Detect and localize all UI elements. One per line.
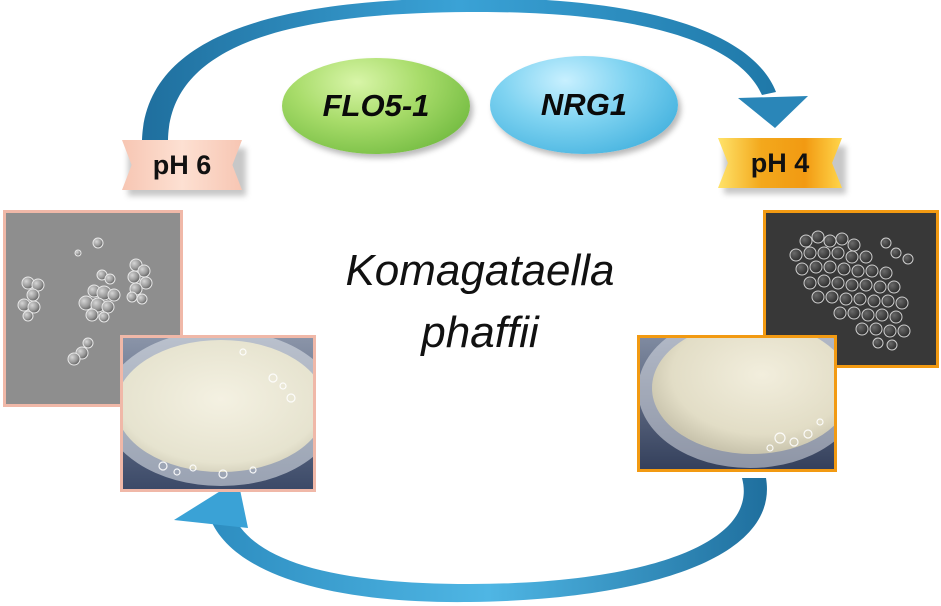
gene-nrg1: NRG1 bbox=[490, 56, 678, 154]
culture-plate-ph4 bbox=[637, 335, 837, 472]
ph6-tag: pH 6 bbox=[122, 140, 242, 190]
bottom-arrow-head bbox=[174, 480, 248, 528]
organism-name-line2: phaffii bbox=[421, 308, 539, 357]
bottom-arrow bbox=[174, 478, 767, 603]
gene-flo5-1: FLO5-1 bbox=[282, 58, 470, 154]
micrograph-ph6 bbox=[3, 210, 183, 407]
culture-plate-ph6 bbox=[120, 335, 316, 492]
top-arrow bbox=[142, 0, 808, 140]
micrograph-ph4 bbox=[763, 210, 939, 368]
organism-name-line1: Komagataella bbox=[345, 246, 615, 295]
ph4-tag: pH 4 bbox=[718, 138, 842, 188]
top-arrow-head bbox=[738, 96, 808, 128]
